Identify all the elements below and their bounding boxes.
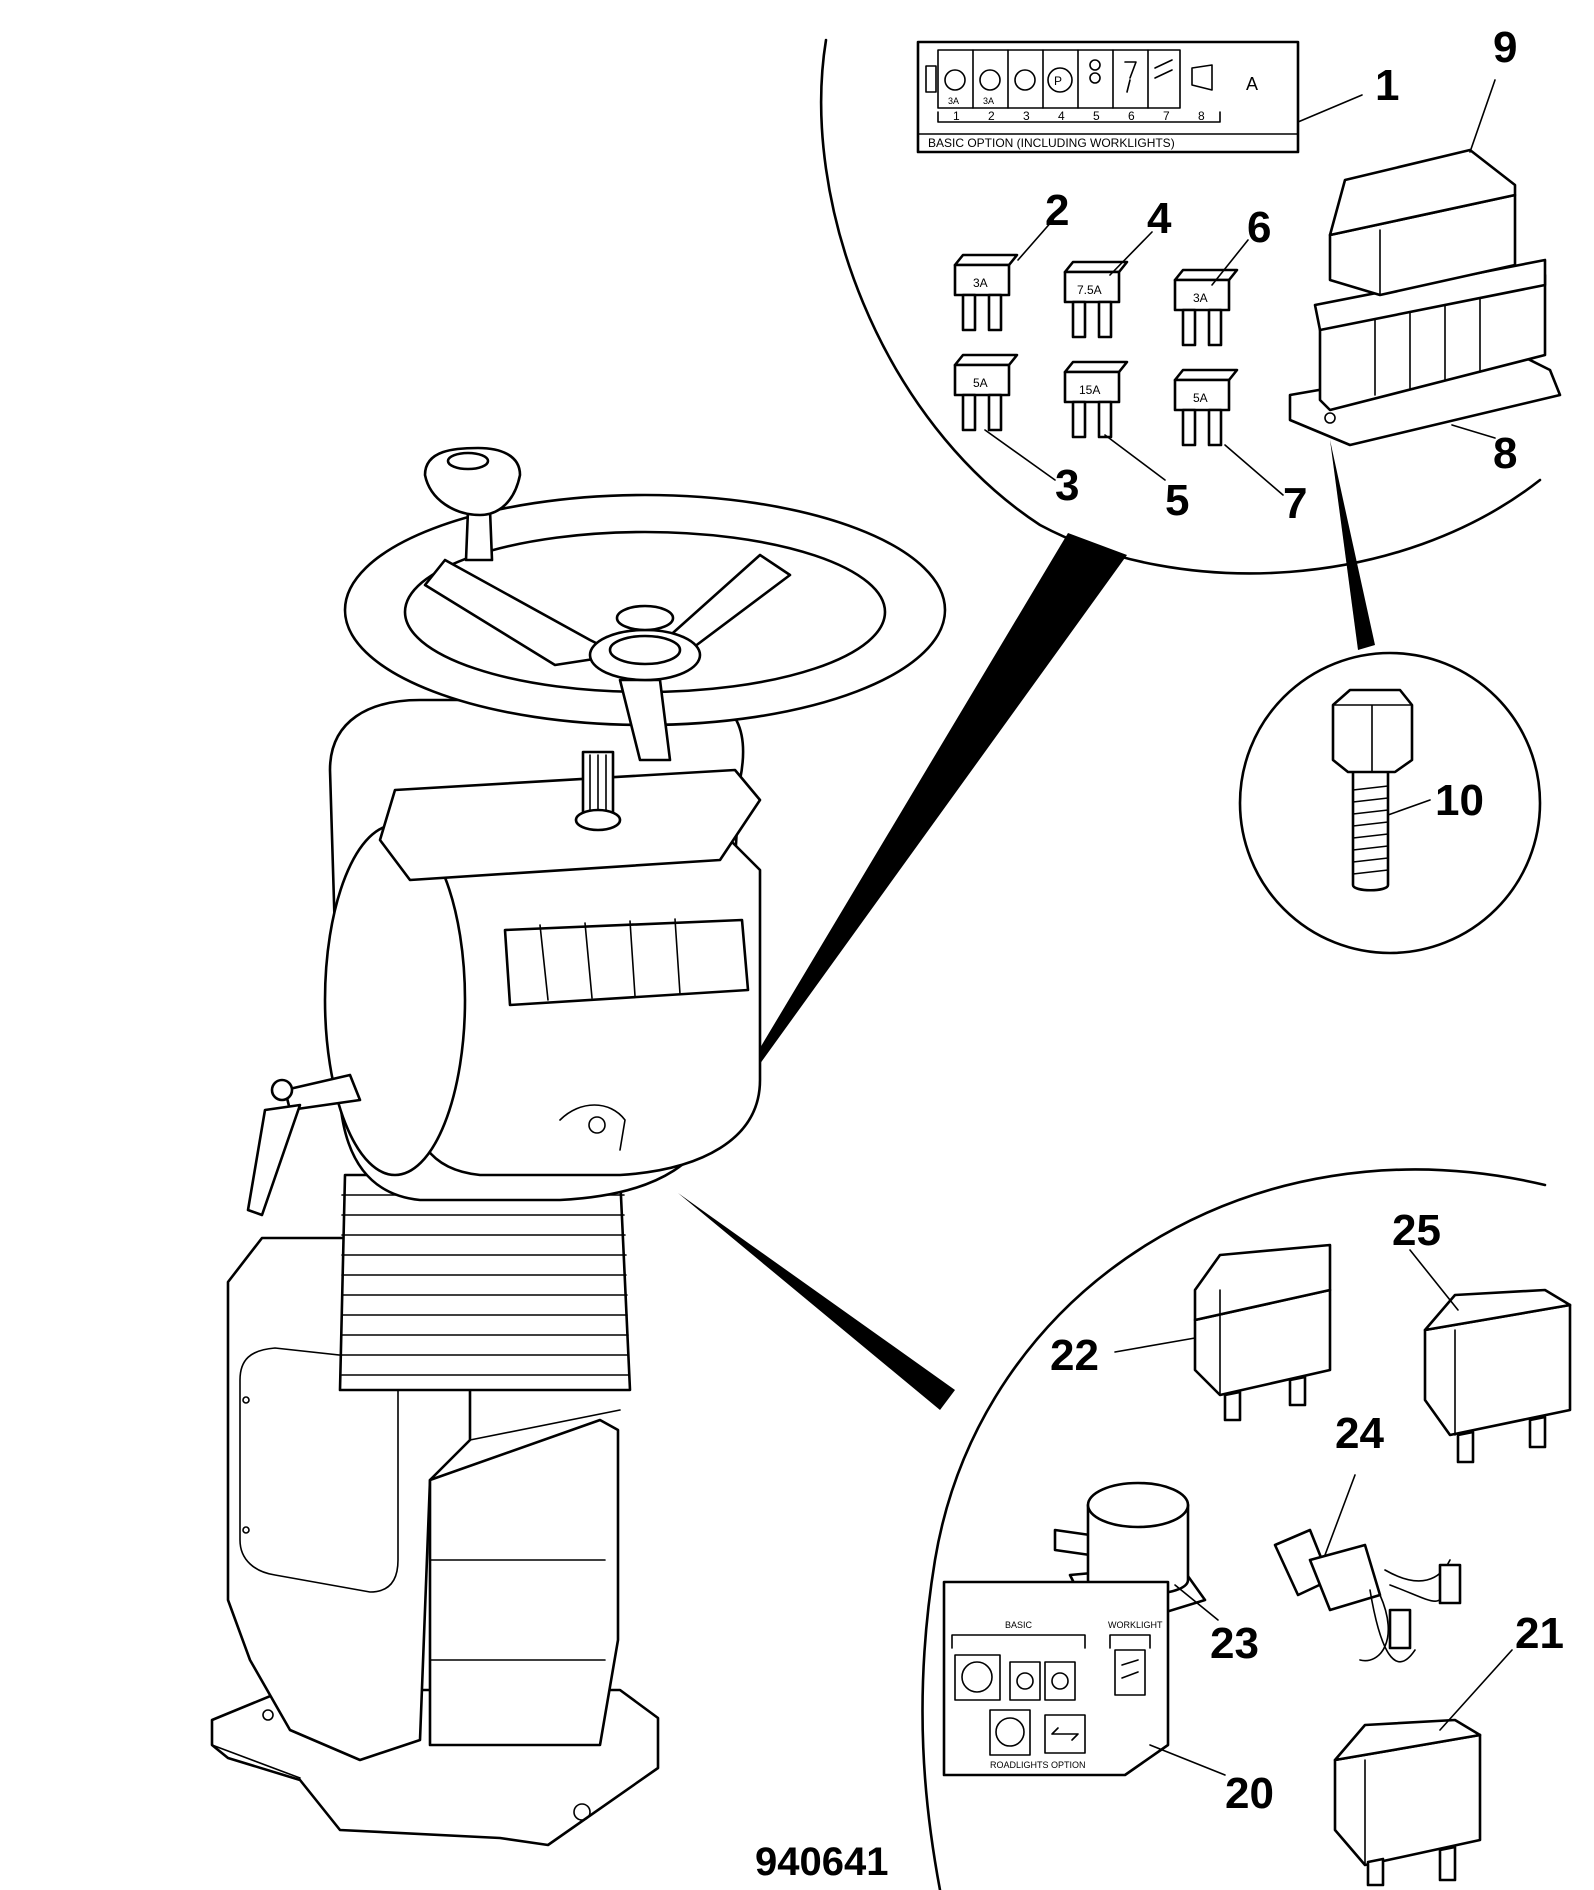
label-option-text: BASIC OPTION (INCLUDING WORKLIGHTS)	[928, 136, 1175, 150]
callout-23: 23	[1210, 1619, 1259, 1668]
fuse-5: 15A	[1063, 360, 1129, 439]
switch-label: BASIC WORKLIGHT ROADLIGHTS OPTION	[942, 1580, 1170, 1777]
callout-6: 6	[1247, 203, 1271, 252]
fuse-4-rating: 7.5A	[1077, 283, 1102, 297]
callout-2: 2	[1045, 186, 1069, 235]
fuse-3-rating: 5A	[973, 376, 988, 390]
callout-3: 3	[1055, 461, 1079, 510]
leader-wedge-fuses	[705, 533, 1127, 1140]
label-pos-5: 5	[1093, 109, 1100, 123]
drawing-number: 940641	[755, 1840, 888, 1884]
callout-24: 24	[1335, 1409, 1384, 1458]
fuse-2-rating: 3A	[973, 276, 988, 290]
label-pos-6: 6	[1128, 109, 1135, 123]
steering-column	[210, 446, 947, 1847]
relay-25	[1423, 1288, 1572, 1464]
switch-label-basic: BASIC	[1005, 1620, 1033, 1630]
fuse-3: 5A	[953, 353, 1019, 432]
label-pos-8: 8	[1198, 109, 1205, 123]
fuse-7-rating: 5A	[1193, 391, 1208, 405]
callout-10: 10	[1435, 776, 1484, 825]
label-rating-1: 3A	[948, 96, 959, 106]
callout-20: 20	[1225, 1769, 1274, 1818]
label-pos-4: 4	[1058, 109, 1065, 123]
callout-1: 1	[1375, 61, 1399, 110]
bolt-detail-circle	[1238, 651, 1542, 955]
relay-21	[1333, 1718, 1482, 1887]
bolt	[1331, 688, 1414, 892]
spinner-knob	[423, 446, 522, 562]
switch-label-roadlights: ROADLIGHTS OPTION	[990, 1760, 1086, 1770]
callout-21: 21	[1515, 1609, 1564, 1658]
harness-connector	[1273, 1528, 1462, 1663]
fuse-panel-label: P 3A 3A 1 2 3 4 5 6 7 8 BASIC OPTION (IN…	[916, 40, 1300, 154]
label-pos-7: 7	[1163, 109, 1170, 123]
bellows	[338, 1173, 632, 1392]
svg-text:P: P	[1054, 74, 1062, 88]
relay-22	[1193, 1243, 1332, 1422]
fuse-detail-circle	[819, 38, 1542, 575]
callout-25: 25	[1392, 1206, 1441, 1255]
leader-wedge-relays	[678, 1193, 955, 1410]
callout-5: 5	[1165, 476, 1189, 525]
callout-7: 7	[1283, 479, 1307, 528]
fuse-6: 3A	[1173, 268, 1239, 347]
leader-wedge-bolt	[1330, 440, 1375, 650]
callout-22: 22	[1050, 1331, 1099, 1380]
fuse-5-rating: 15A	[1079, 383, 1100, 397]
relay-detail-circle	[921, 1168, 1547, 1890]
callout-9: 9	[1493, 23, 1517, 72]
callout-8: 8	[1493, 429, 1517, 478]
label-pos-2: 2	[988, 109, 995, 123]
leader-lines	[984, 79, 1513, 1776]
fuse-4: 7.5A	[1063, 260, 1129, 339]
switch-label-worklight: WORKLIGHT	[1108, 1620, 1163, 1630]
label-rating-2: 3A	[983, 96, 994, 106]
label-pos-1: 1	[953, 109, 960, 123]
steering-wheel	[343, 493, 947, 762]
fuse-6-rating: 3A	[1193, 291, 1208, 305]
fuse-box	[1288, 148, 1562, 447]
label-letter: A	[1246, 74, 1258, 94]
fuse-7: 5A	[1173, 368, 1239, 447]
fuse-2: 3A	[953, 253, 1019, 332]
callout-4: 4	[1147, 194, 1172, 243]
label-pos-3: 3	[1023, 109, 1030, 123]
